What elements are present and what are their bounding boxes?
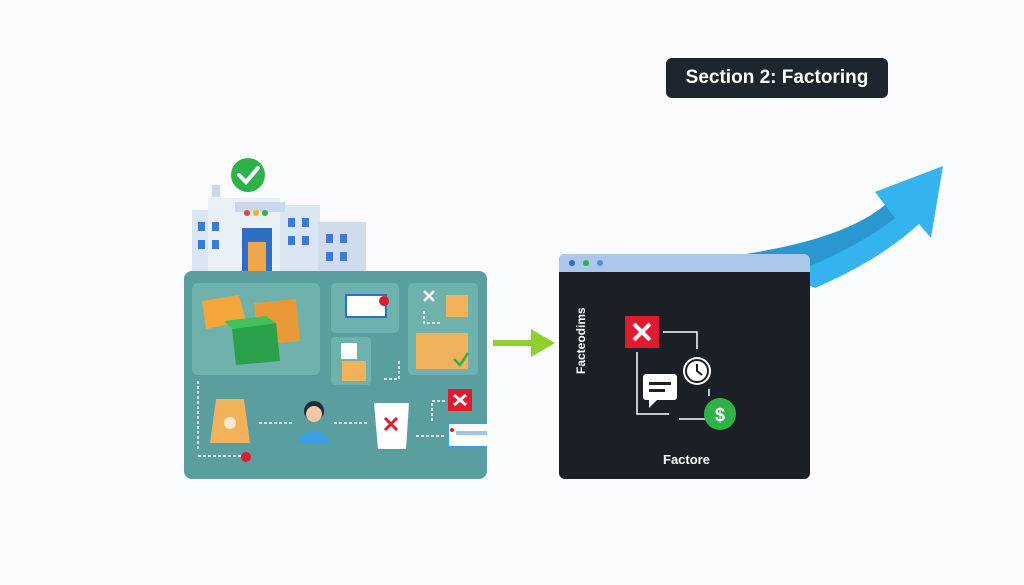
x-mark-icon [625, 316, 659, 348]
green-arrow-icon [493, 329, 555, 357]
section-title: Section 2: Factoring [685, 67, 869, 88]
supply-chain-diagram [192, 283, 511, 462]
svg-text:$: $ [715, 405, 725, 425]
person-icon [298, 401, 330, 443]
supply-chain-panel [184, 271, 511, 479]
boxes-icon [202, 295, 300, 365]
window-dot-icon[interactable] [569, 260, 575, 266]
window-footer-label: Factore [663, 452, 710, 467]
factoring-window: Facteodims $ Factore [559, 254, 810, 479]
chat-bubble-icon [643, 374, 677, 408]
window-dot-icon[interactable] [597, 260, 603, 266]
window-titlebar [559, 254, 810, 272]
section-title-badge: Section 2: Factoring [666, 58, 888, 98]
dollar-coin-icon: $ [704, 398, 736, 430]
window-dot-icon[interactable] [583, 260, 589, 266]
factoring-flow: $ [625, 316, 736, 430]
check-circle-icon [231, 158, 265, 192]
clock-icon [683, 357, 711, 385]
warehouse-icon [192, 158, 366, 272]
